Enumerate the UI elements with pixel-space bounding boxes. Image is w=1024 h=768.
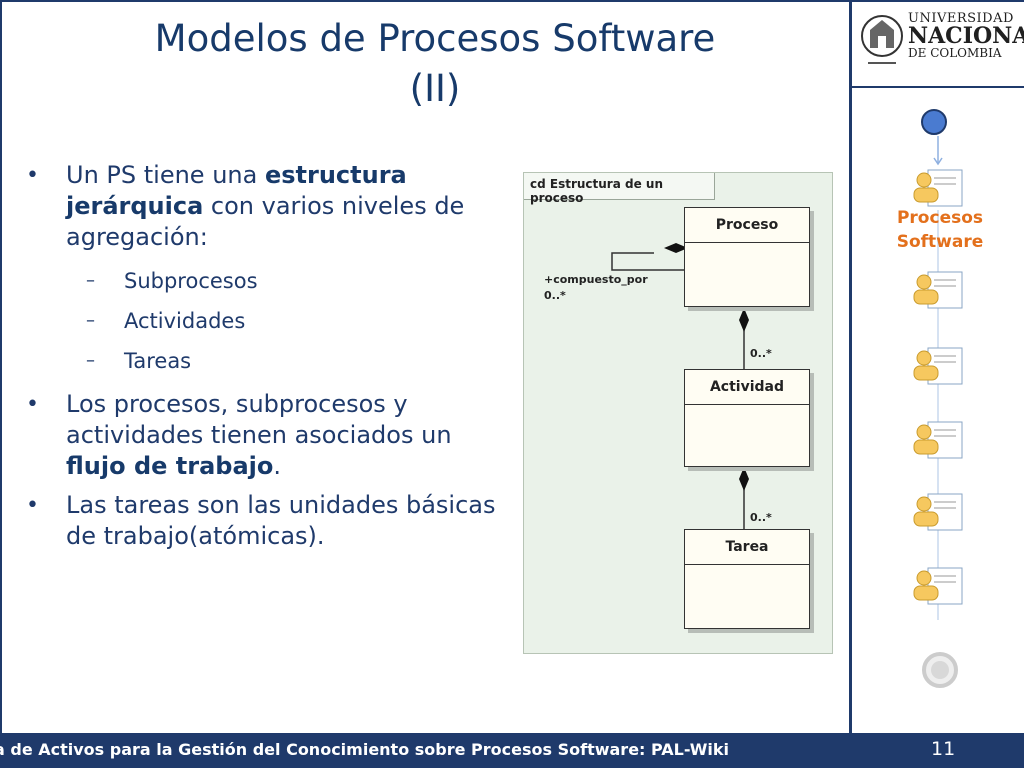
process-activity-icon xyxy=(910,346,964,386)
bullet-list: Un PS tiene una estructura jerárquica co… xyxy=(26,160,516,560)
class-name: Tarea xyxy=(685,530,809,565)
logo-line1: UNIVERSIDAD xyxy=(908,11,1014,26)
sub-bullet-item: Subprocesos xyxy=(66,261,516,301)
bullet-text: . xyxy=(273,452,281,480)
multiplicity-label: 0..* xyxy=(544,289,566,302)
class-name: Proceso xyxy=(685,208,809,243)
sub-bullet-item: Actividades xyxy=(66,301,516,341)
uml-class-proceso: Proceso xyxy=(684,207,810,307)
composition-diamond-icon xyxy=(664,243,688,253)
composition-diamond-icon xyxy=(739,467,749,491)
logo-line2: NACIONAL xyxy=(908,23,1024,49)
bullet-bold-text: flujo de trabajo xyxy=(66,452,274,480)
process-activity-icon xyxy=(910,566,964,606)
page-number: 11 xyxy=(931,738,956,760)
diagram-connectors xyxy=(611,243,749,529)
diagram-frame-tab: cd Estructura de un proceso xyxy=(524,173,715,205)
slide-title-line1: Modelos de Procesos Software xyxy=(154,17,716,60)
slide-top-border xyxy=(0,0,1024,2)
flow-start-icon xyxy=(921,109,947,135)
bullet-text: Los procesos, subprocesos y actividades … xyxy=(66,390,452,449)
uml-class-actividad: Actividad xyxy=(684,369,810,467)
footer-text: a de Activos para la Gestión del Conocim… xyxy=(0,740,730,759)
uml-class-diagram: cd Estructura de un proceso Proceso Acti… xyxy=(523,172,833,654)
logo-divider xyxy=(852,86,1024,88)
university-logo xyxy=(858,8,1018,80)
flow-label-line1: Procesos xyxy=(896,208,984,228)
footer-bar xyxy=(0,733,1024,768)
composition-diamond-icon xyxy=(739,308,749,332)
slide-title: Modelos de Procesos Software (II) xyxy=(40,14,830,114)
class-name: Actividad xyxy=(685,370,809,405)
multiplicity-label: 0..* xyxy=(750,511,772,524)
sidebar-divider xyxy=(849,0,852,733)
bullet-bold-text: estructura jerárquica xyxy=(66,161,407,220)
flow-active-label: Procesos Software xyxy=(878,206,1002,254)
slide-title-line2: (II) xyxy=(409,67,461,110)
uml-class-tarea: Tarea xyxy=(684,529,810,629)
role-label: +compuesto_por xyxy=(544,273,648,286)
process-activity-icon xyxy=(910,270,964,310)
bullet-item: Los procesos, subprocesos y actividades … xyxy=(26,389,516,482)
sub-bullet-list: Subprocesos Actividades Tareas xyxy=(66,261,516,381)
process-activity-icon xyxy=(910,492,964,532)
process-activity-icon xyxy=(910,420,964,460)
university-crest-icon xyxy=(861,15,903,64)
university-wordmark: UNIVERSIDAD NACIONAL DE COLOMBIA xyxy=(908,12,1024,59)
slide-left-border xyxy=(0,0,2,768)
flow-label-line2: Software xyxy=(896,232,984,252)
diagram-title: cd Estructura de un proceso xyxy=(530,177,663,205)
logo-line3: DE COLOMBIA xyxy=(908,46,1002,60)
sub-bullet-item: Tareas xyxy=(66,341,516,381)
bullet-text: con varios niveles de agregación: xyxy=(66,192,465,251)
multiplicity-label: 0..* xyxy=(750,347,772,360)
bullet-text: Un PS tiene una xyxy=(66,161,265,189)
bullet-item: Las tareas son las unidades básicas de t… xyxy=(26,490,516,552)
bullet-item: Un PS tiene una estructura jerárquica co… xyxy=(26,160,516,381)
process-activity-icon xyxy=(910,168,964,208)
